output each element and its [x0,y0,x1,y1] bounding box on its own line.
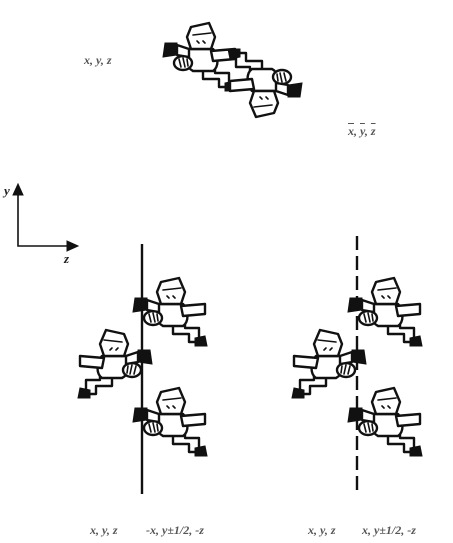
label-inversion-sep2: , [364,124,371,138]
coordinate-axes [12,182,80,252]
label-bl-a: x, y, z [90,523,118,537]
figure-top-upright [161,21,239,93]
figure-bl-2 [131,386,209,458]
top-figure-group [161,21,304,119]
label-inversion-sep1: , [354,124,360,138]
label-inversion: x, y, z [348,125,376,137]
figure-top-inverted [226,47,304,119]
figure-br-2 [346,386,424,458]
label-inversion-z: z [370,124,376,138]
label-br-a: x, y, z [308,523,336,537]
label-inversion-x: x [348,124,354,138]
figure-br-3 [290,328,368,400]
bottom-left-group [76,244,209,494]
figure-bl-1 [131,276,209,348]
label-inversion-y: y [360,124,365,138]
label-br-b: x, y±1/2, -z [362,523,416,537]
axis-label-y: y [4,183,10,198]
label-bl-b: -x, y±1/2, -z [146,523,204,537]
figure-br-1 [346,276,424,348]
label-identity-top: x, y, z [84,53,112,67]
bottom-right-group [290,236,424,494]
axis-label-z: z [64,251,70,266]
